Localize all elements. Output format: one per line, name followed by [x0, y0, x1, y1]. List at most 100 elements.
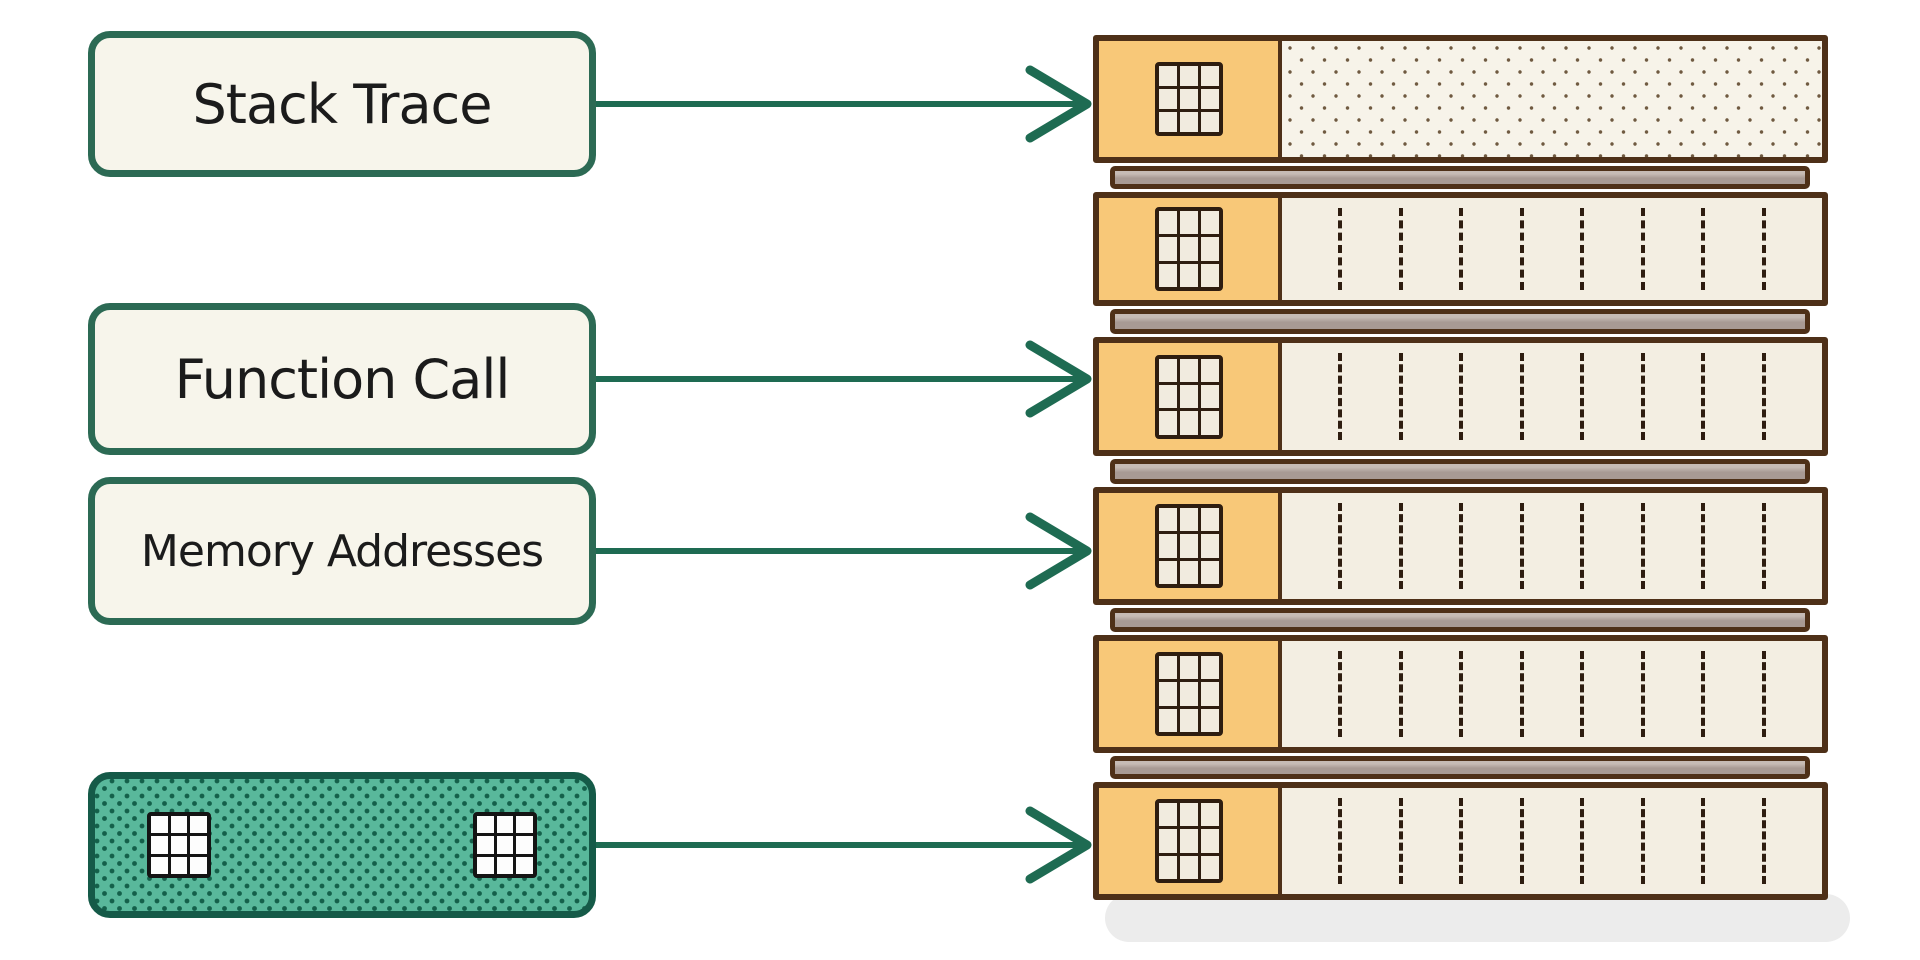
- grid-cell: [1158, 66, 1177, 86]
- stack-row-header: [1099, 641, 1282, 747]
- stack-row-3: [1093, 337, 1828, 456]
- grid-cell: [516, 836, 533, 854]
- label-stack-trace: Stack Trace: [192, 72, 493, 136]
- grid-cell: [1179, 237, 1198, 261]
- grid-cell: [1200, 112, 1219, 132]
- grid-cell: [1200, 855, 1219, 879]
- label-box-stack-trace: Stack Trace: [88, 31, 596, 177]
- grid-icon: [1154, 504, 1223, 588]
- stack-gap-band: [1110, 166, 1810, 189]
- memory-cell: [1403, 208, 1464, 290]
- memory-cell: [1705, 798, 1766, 884]
- grid-cell: [1158, 656, 1177, 680]
- memory-cell: [1463, 353, 1524, 440]
- stack-row-header: [1099, 788, 1282, 894]
- arrow-head: [1025, 65, 1092, 143]
- stack-row-body: [1282, 198, 1822, 300]
- stack-row-4: [1093, 487, 1828, 605]
- stack-row-body: [1282, 41, 1822, 157]
- grid-icon: [1154, 799, 1223, 883]
- grid-cell: [1200, 534, 1219, 558]
- legend-box: [88, 772, 596, 918]
- memory-cell: [1524, 353, 1585, 440]
- connector-arrow-legend: [596, 806, 1092, 884]
- grid-cell: [170, 816, 188, 834]
- grid-cell: [496, 836, 514, 854]
- grid-cell: [1179, 66, 1198, 86]
- memory-cell: [1705, 353, 1766, 440]
- memory-cell: [1282, 503, 1343, 589]
- memory-cell: [1403, 503, 1464, 589]
- grid-cell: [1200, 89, 1219, 109]
- stack-row-5: [1093, 635, 1828, 753]
- memory-cell: [1463, 651, 1524, 737]
- memory-cell: [1463, 208, 1524, 290]
- stack-row-2: [1093, 192, 1828, 306]
- grid-cell: [1179, 112, 1198, 132]
- stack-row-header: [1099, 198, 1282, 300]
- memory-cell: [1705, 651, 1766, 737]
- grid-cell: [1158, 237, 1177, 261]
- grid-cell: [1179, 534, 1198, 558]
- grid-cell: [1158, 384, 1177, 409]
- memory-cell: [1342, 651, 1403, 737]
- grid-cell: [1179, 560, 1198, 584]
- grid-cell: [1158, 508, 1177, 532]
- grid-cell: [1158, 89, 1177, 109]
- grid-cell: [1200, 384, 1219, 409]
- grid-cell: [170, 836, 188, 854]
- grid-icon: [147, 812, 211, 878]
- memory-cell: [1342, 353, 1403, 440]
- memory-cell: [1342, 503, 1403, 589]
- memory-cell: [1705, 208, 1766, 290]
- stack-row-header: [1099, 41, 1282, 157]
- grid-cell: [1200, 682, 1219, 706]
- grid-icon: [1154, 207, 1223, 291]
- grid-cell: [1200, 708, 1219, 732]
- grid-cell: [1200, 803, 1219, 827]
- grid-cell: [477, 816, 494, 834]
- grid-cell: [516, 856, 533, 874]
- grid-cell: [1179, 829, 1198, 853]
- grid-cell: [1179, 803, 1198, 827]
- grid-cell: [1179, 855, 1198, 879]
- grid-cell: [1200, 358, 1219, 382]
- stack-gap-band: [1110, 756, 1810, 779]
- stack-gap-band: [1110, 459, 1810, 484]
- grid-cell: [1158, 358, 1177, 382]
- memory-cell: [1584, 353, 1645, 440]
- grid-cell: [1200, 656, 1219, 680]
- grid-cell: [1158, 855, 1177, 879]
- connector-arrow-stack-trace: [596, 65, 1092, 143]
- grid-cell: [151, 836, 168, 854]
- memory-cell: [1584, 208, 1645, 290]
- grid-cell: [1158, 682, 1177, 706]
- stack-row-1: [1093, 35, 1828, 163]
- grid-cell: [496, 856, 514, 874]
- memory-cell: [1645, 208, 1706, 290]
- grid-cell: [1200, 829, 1219, 853]
- memory-cell: [1282, 798, 1343, 884]
- label-memory-addresses: Memory Addresses: [140, 525, 544, 577]
- memory-cell: [1282, 208, 1343, 290]
- memory-cell: [1524, 503, 1585, 589]
- grid-icon: [1154, 62, 1223, 136]
- arrow-head: [1025, 512, 1092, 590]
- grid-cell: [1200, 508, 1219, 532]
- memory-cell: [1645, 798, 1706, 884]
- stack-row-body: [1282, 493, 1822, 599]
- memory-cell: [1766, 651, 1822, 737]
- memory-cell: [1645, 353, 1706, 440]
- grid-cell: [1200, 66, 1219, 86]
- grid-cell: [1179, 211, 1198, 235]
- grid-icon: [473, 812, 537, 878]
- grid-cell: [1158, 411, 1177, 435]
- memory-cell: [1463, 503, 1524, 589]
- grid-cell: [477, 856, 494, 874]
- grid-cell: [1200, 560, 1219, 584]
- grid-cell: [496, 816, 514, 834]
- grid-cell: [1179, 358, 1198, 382]
- stack-row-6: [1093, 782, 1828, 900]
- memory-cell: [1524, 651, 1585, 737]
- connector-arrow-function-call: [596, 340, 1092, 418]
